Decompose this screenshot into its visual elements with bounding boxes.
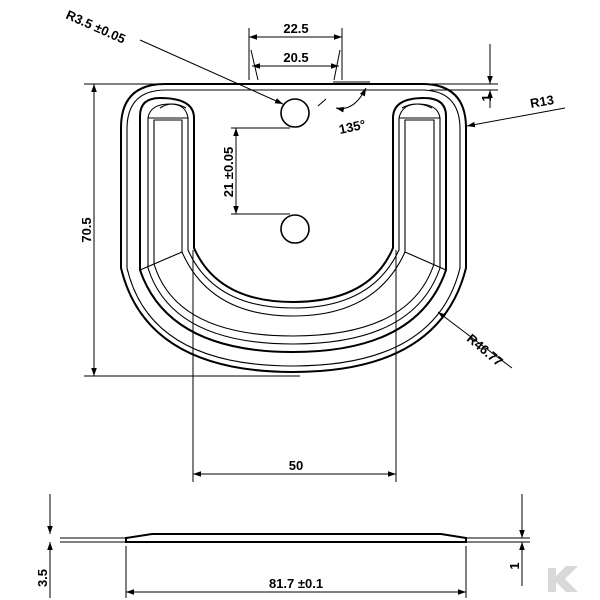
dimension-side-height: 3.5 — [35, 494, 53, 598]
dimension-height: 70.5 — [79, 83, 300, 377]
u-channel-ridge-1 — [147, 103, 441, 345]
dim-top-outer-width: 22.5 — [283, 21, 308, 36]
dimension-angle: 135° — [317, 81, 370, 137]
dimension-side-thickness: 1 — [507, 494, 525, 586]
hole-top — [280, 98, 310, 128]
dim-height: 70.5 — [79, 217, 94, 242]
brand-logo — [548, 566, 578, 592]
dim-angle: 135° — [338, 117, 367, 137]
plate-outer-outline — [120, 83, 467, 374]
u-left-bend-line — [139, 251, 183, 271]
dimension-corner-radius: R13 — [466, 92, 566, 128]
dim-bottom-radius: R46.77 — [464, 331, 506, 369]
dimension-top-thickness: 1 — [430, 44, 498, 108]
u-channel-outer — [139, 96, 447, 354]
u-channel-ridge-2 — [153, 119, 435, 337]
dimension-bottom-radius: R46.77 — [437, 311, 513, 369]
dimension-top-widths: 22.5 20.5 — [248, 21, 343, 81]
u-left-cap — [159, 103, 187, 109]
dim-side-height: 3.5 — [35, 569, 50, 587]
dim-top-inner-width: 20.5 — [283, 50, 308, 65]
dim-inner-width: 50 — [289, 458, 303, 473]
dimension-hole-spacing: 21 ±0.05 — [221, 127, 290, 215]
dimension-inner-width: 50 — [192, 250, 397, 482]
dim-corner-radius: R13 — [529, 92, 555, 111]
hole-bottom — [280, 214, 310, 244]
dim-hole-radius: R3.5 ±0.05 — [64, 7, 128, 47]
plate-inner-outline — [126, 89, 461, 367]
dim-hole-spacing: 21 ±0.05 — [221, 147, 236, 198]
dim-side-thickness: 1 — [507, 562, 522, 569]
u-right-cap — [401, 103, 433, 109]
dim-top-thickness: 1 — [479, 94, 494, 101]
dimension-overall-width: 81.7 ±0.1 — [126, 576, 466, 595]
u-right-bend-line — [404, 251, 447, 271]
dim-overall-width: 81.7 ±0.1 — [269, 576, 323, 591]
side-profile — [125, 533, 467, 543]
plate-top-view — [120, 83, 467, 374]
